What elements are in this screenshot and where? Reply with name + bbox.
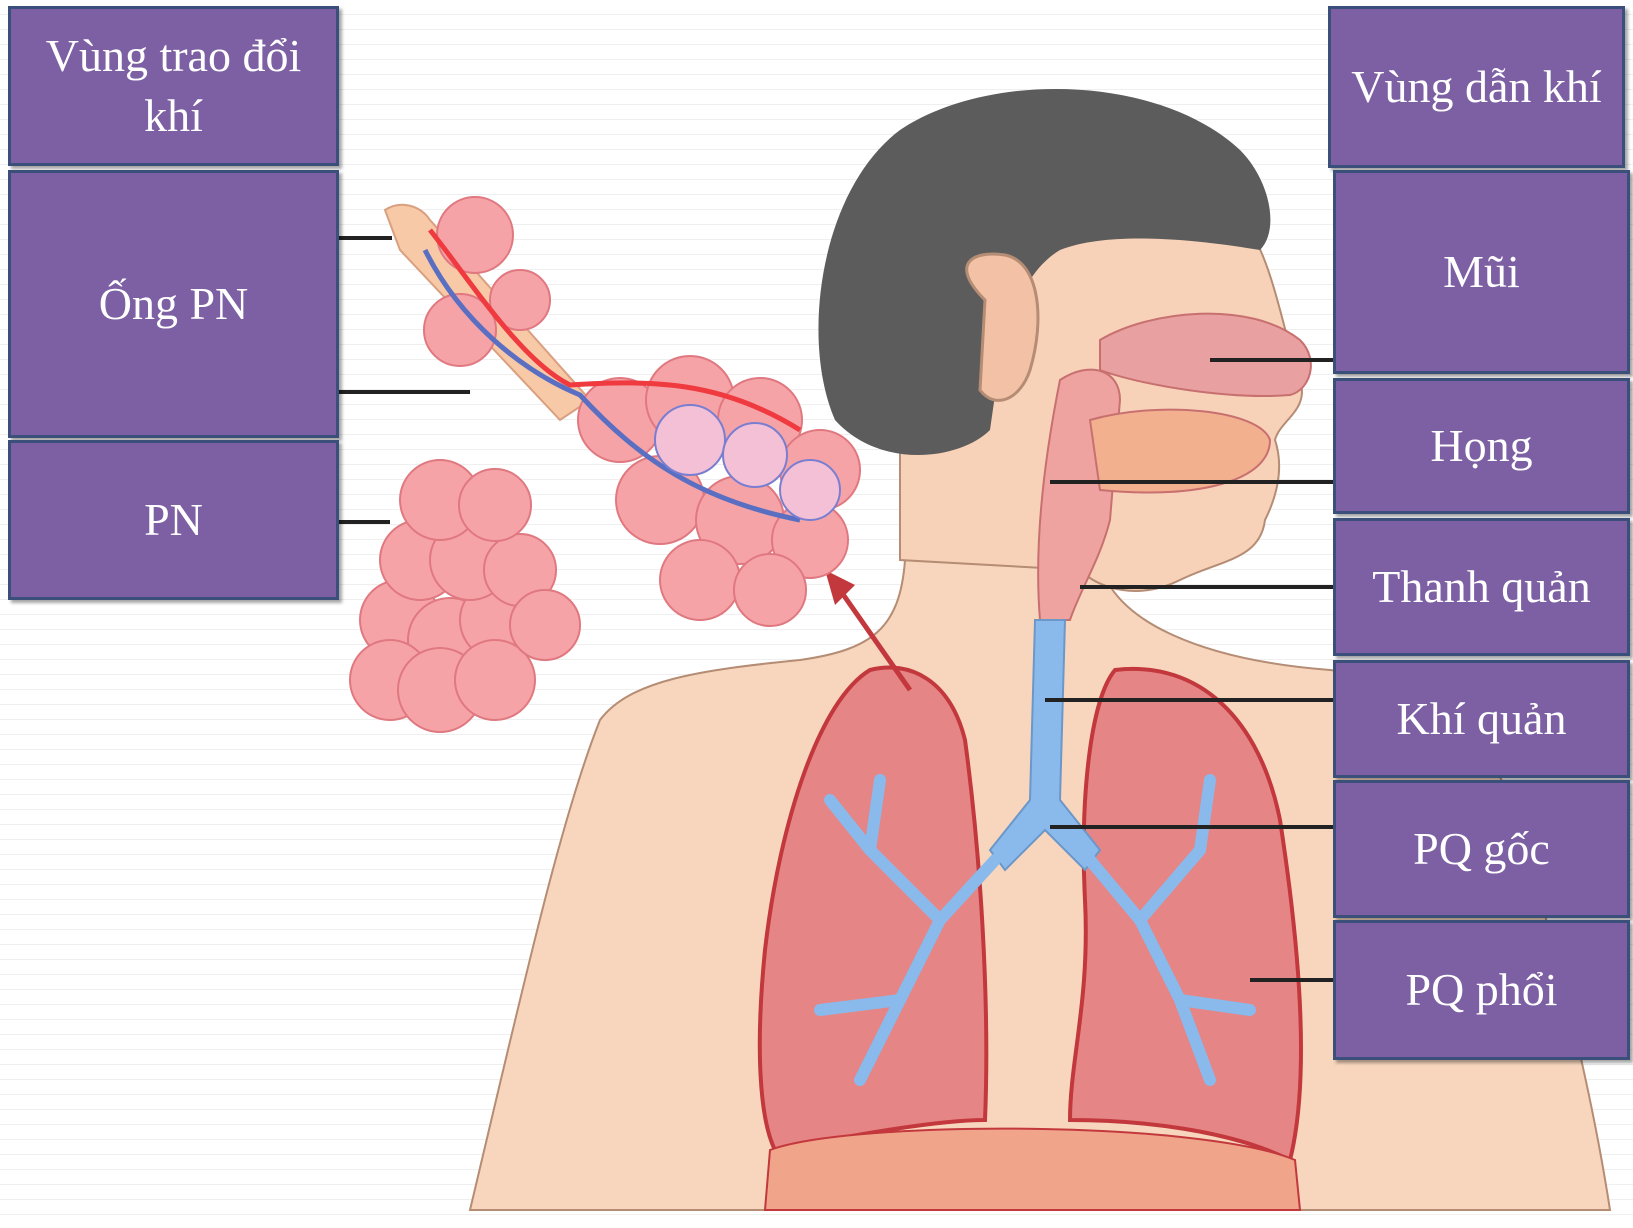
label-alveolar-duct-text: Ống PN <box>93 274 255 334</box>
label-gas-exchange-zone-text: Vùng trao đổi khí <box>11 26 336 146</box>
label-main-bronchi: PQ gốc <box>1333 780 1630 918</box>
label-trachea-text: Khí quản <box>1391 689 1573 749</box>
label-pharynx-text: Họng <box>1424 416 1538 476</box>
label-larynx-text: Thanh quản <box>1366 557 1596 617</box>
detail-arrow-head <box>825 570 855 605</box>
label-lobar-bronchi: PQ phổi <box>1333 920 1630 1060</box>
label-lobar-bronchi-text: PQ phổi <box>1399 960 1563 1020</box>
label-pharynx: Họng <box>1333 378 1630 514</box>
label-alveolar-duct: Ống PN <box>8 170 339 438</box>
label-conducting-zone-text: Vùng dẫn khí <box>1345 57 1607 117</box>
label-alveoli-text: PN <box>138 490 209 550</box>
alveoli-cluster-lower <box>350 460 580 732</box>
label-nose: Mũi <box>1333 170 1630 374</box>
label-alveoli: PN <box>8 440 339 600</box>
label-nose-text: Mũi <box>1437 242 1526 302</box>
label-main-bronchi-text: PQ gốc <box>1407 819 1556 879</box>
label-gas-exchange-zone: Vùng trao đổi khí <box>8 6 339 166</box>
label-larynx: Thanh quản <box>1333 518 1630 656</box>
label-trachea: Khí quản <box>1333 660 1630 778</box>
label-conducting-zone: Vùng dẫn khí <box>1328 6 1625 168</box>
